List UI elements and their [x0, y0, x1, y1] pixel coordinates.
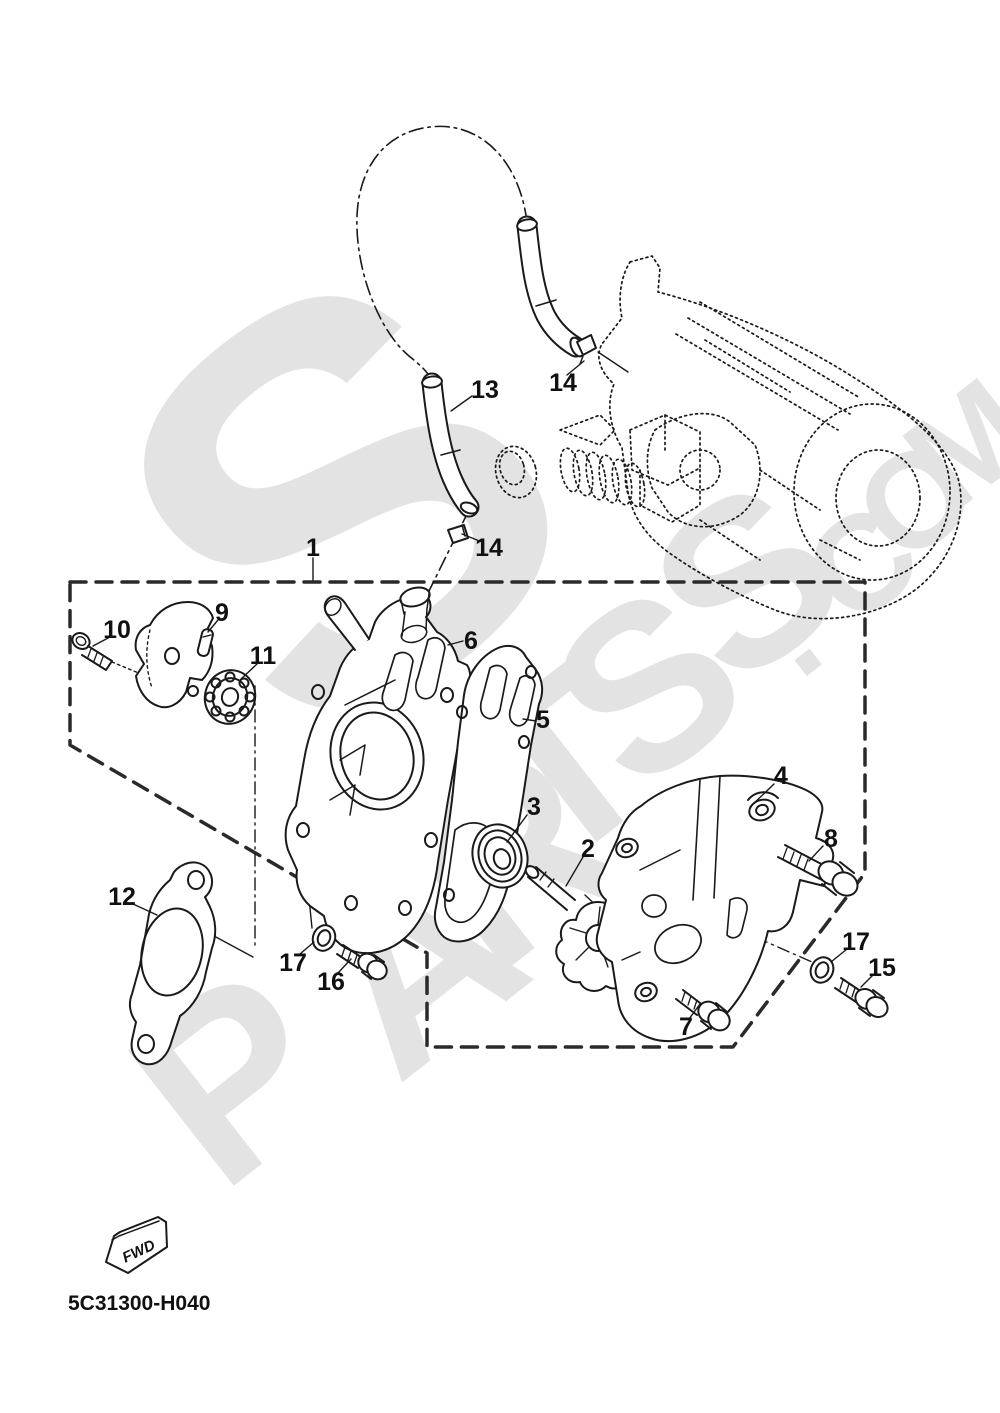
outlet-gasket-12 [128, 861, 217, 1066]
oil-seal-3 [471, 823, 529, 889]
part-label-3: 3 [527, 793, 541, 821]
hose-clamp-14-lower [447, 524, 469, 544]
washer-17-left [311, 924, 337, 952]
part-label-2: 2 [581, 835, 595, 863]
washer-17-right [809, 956, 835, 984]
leader-lines [92, 351, 875, 1020]
part-label-12: 12 [108, 883, 136, 911]
part-label-14-lower: 14 [475, 534, 503, 562]
pump-housing-6 [284, 586, 472, 955]
part-label-14-upper: 14 [549, 369, 577, 397]
bearing-11 [203, 669, 257, 725]
part-label-17-left: 17 [279, 949, 307, 977]
pump-cover-plate [134, 601, 214, 709]
part-label-15: 15 [868, 954, 896, 982]
bolt-15 [834, 977, 889, 1018]
parts-boundary-box [68, 580, 867, 1049]
fwd-arrow-icon: FWD [105, 1216, 168, 1274]
bolt-10 [71, 632, 113, 671]
breather-hose-13 [421, 215, 587, 518]
part-label-5: 5 [536, 706, 550, 734]
dowel-pin-9 [196, 628, 214, 657]
part-label-9: 9 [215, 599, 229, 627]
bolt-16 [336, 944, 388, 981]
part-label-13: 13 [471, 376, 499, 404]
part-label-10: 10 [103, 616, 131, 644]
drawing-code: 5C31300-H040 [68, 1292, 211, 1315]
bolt-8 [777, 844, 859, 897]
pump-cover-4 [595, 774, 835, 1043]
part-label-1: 1 [306, 534, 320, 562]
part-label-17-right: 17 [842, 928, 870, 956]
bolt-7 [675, 989, 731, 1032]
part-label-7: 7 [679, 1013, 693, 1041]
hose-routing-line [356, 125, 528, 592]
part-label-4: 4 [774, 762, 788, 790]
part-label-8: 8 [824, 825, 838, 853]
part-label-16: 16 [317, 968, 345, 996]
engine-assembly-outline [494, 255, 962, 620]
part-label-6: 6 [464, 627, 478, 655]
hose-clamp-14-upper [576, 334, 597, 365]
part-label-11: 11 [250, 642, 277, 670]
